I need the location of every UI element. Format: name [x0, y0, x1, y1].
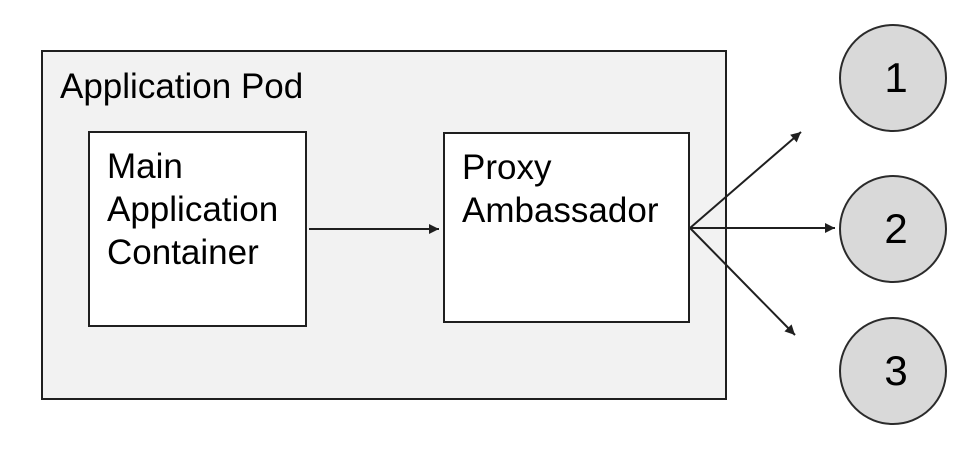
endpoint-circle-3: 3	[839, 317, 947, 425]
endpoint-1-label: 1	[884, 54, 908, 101]
node-proxy-ambassador: Proxy Ambassador	[443, 132, 690, 323]
proxy-ambassador-label: Proxy Ambassador	[462, 148, 659, 230]
endpoint-circle-1: 1	[839, 24, 947, 132]
endpoint-circle-2: 2	[839, 175, 947, 283]
endpoint-2-label: 2	[884, 205, 908, 252]
endpoint-3-label: 3	[884, 347, 908, 394]
main-application-container-label: Main Application Container	[107, 147, 279, 272]
node-main-application-container: Main Application Container	[88, 131, 307, 327]
application-pod-label: Application Pod	[60, 67, 304, 106]
